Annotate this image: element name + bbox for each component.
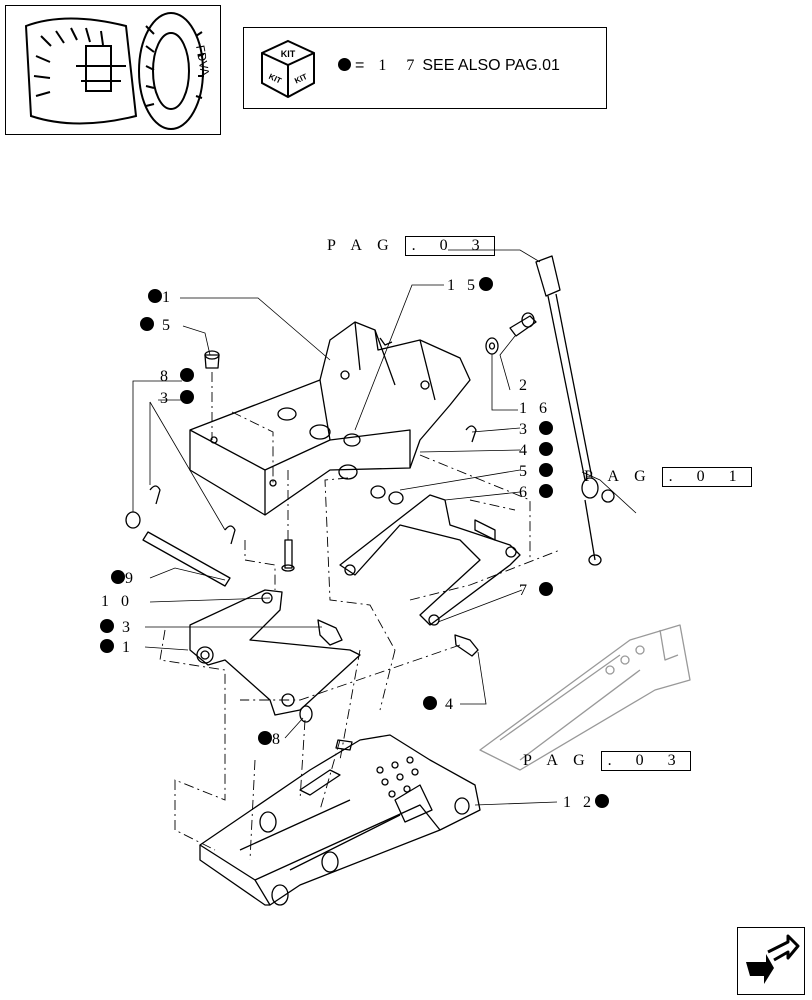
callout-4-right: 4 [519, 442, 553, 459]
callout-10: 1 0 [101, 594, 133, 610]
callout-5-right: 5 [519, 463, 553, 480]
callout-5: 5 [140, 317, 174, 334]
callout-4-lower: 4 [423, 696, 457, 713]
page-ref-number[interactable]: . 0 3 [404, 236, 495, 256]
kit-note: SEE ALSO PAG.01 [422, 57, 560, 74]
callout-label: 3 [519, 421, 531, 438]
kit-dot-icon [258, 731, 272, 745]
kit-dot-icon [539, 484, 553, 498]
kit-dot-icon [539, 442, 553, 456]
kit-legend-box: KIT KIT KIT [243, 27, 607, 109]
kit-dot-icon [140, 317, 154, 331]
kit-box-icon: KIT KIT KIT [261, 39, 315, 99]
callout-label: 5 [162, 317, 174, 334]
callout-label: 9 [125, 570, 137, 587]
kit-dot-icon [539, 463, 553, 477]
callout-label: 1 2 [563, 794, 595, 811]
callout-label: 3 [160, 390, 172, 407]
next-page-arrow-icon [746, 934, 800, 984]
kit-dot-icon [100, 639, 114, 653]
page-ref-number[interactable]: . 0 3 [600, 751, 691, 771]
callout-15: 1 5 [447, 277, 493, 294]
page-ref-right[interactable]: P A G . 0 1 [584, 467, 752, 487]
kit-dot-icon [479, 277, 493, 291]
thumbnail-label: FDVA [193, 44, 212, 77]
kit-dot-icon [180, 390, 194, 404]
next-page-button[interactable] [737, 927, 805, 995]
callout-16: 1 6 [519, 401, 551, 417]
page-ref-number[interactable]: . 0 1 [661, 467, 752, 487]
callout-label: 7 [519, 582, 531, 599]
kit-dot-icon [100, 619, 114, 633]
callout-label: 1 6 [519, 400, 551, 417]
callout-label: 8 [160, 368, 172, 385]
callout-8-lower: 8 [258, 731, 284, 748]
page-ref-bottom[interactable]: P A G . 0 3 [523, 751, 691, 771]
callout-8: 8 [160, 368, 194, 385]
callout-label: 1 0 [101, 593, 133, 610]
callout-13: 3 [100, 619, 134, 636]
kit-dot-icon [148, 289, 162, 303]
callout-3-left: 3 [160, 390, 194, 407]
page-ref-top[interactable]: P A G . 0 3 [327, 236, 495, 256]
kit-dot-icon [180, 368, 194, 382]
kit-equals: = [355, 57, 365, 74]
callout-label: 6 [519, 484, 531, 501]
kit-dot-icon [338, 58, 351, 71]
callout-label: 1 [122, 639, 134, 656]
callout-1: 1 [148, 289, 174, 306]
kit-dot-icon [111, 570, 125, 584]
callout-3-right: 3 [519, 421, 553, 438]
kit-number: 1 7 [378, 57, 423, 74]
kit-dot-icon [423, 696, 437, 710]
page-ref-prefix: P A G [584, 468, 652, 485]
callout-label: 4 [445, 696, 457, 713]
callout-label: 3 [122, 619, 134, 636]
callout-6: 6 [519, 484, 553, 501]
callout-2: 2 [519, 378, 531, 394]
kit-dot-icon [539, 421, 553, 435]
kit-icon-top-text: KIT [281, 49, 296, 59]
tractor-thumbnail: FDVA [5, 5, 221, 135]
callout-9: 9 [111, 570, 137, 587]
callout-label: 1 5 [447, 277, 479, 294]
callout-11: 1 [100, 639, 134, 656]
kit-legend-line: = 1 7SEE ALSO PAG.01 [338, 57, 560, 75]
callout-label: 2 [519, 377, 531, 394]
page-ref-prefix: P A G [523, 752, 591, 769]
callout-label: 8 [272, 731, 284, 748]
page-ref-prefix: P A G [327, 237, 395, 254]
tractor-rear-thumbnail-icon: FDVA [24, 12, 212, 130]
kit-dot-icon [539, 582, 553, 596]
callout-label: 5 [519, 463, 531, 480]
kit-dot-icon [595, 794, 609, 808]
callout-label: 4 [519, 442, 531, 459]
callout-label: 1 [162, 289, 174, 306]
callout-12: 1 2 [563, 794, 609, 811]
callout-7: 7 [519, 582, 553, 599]
